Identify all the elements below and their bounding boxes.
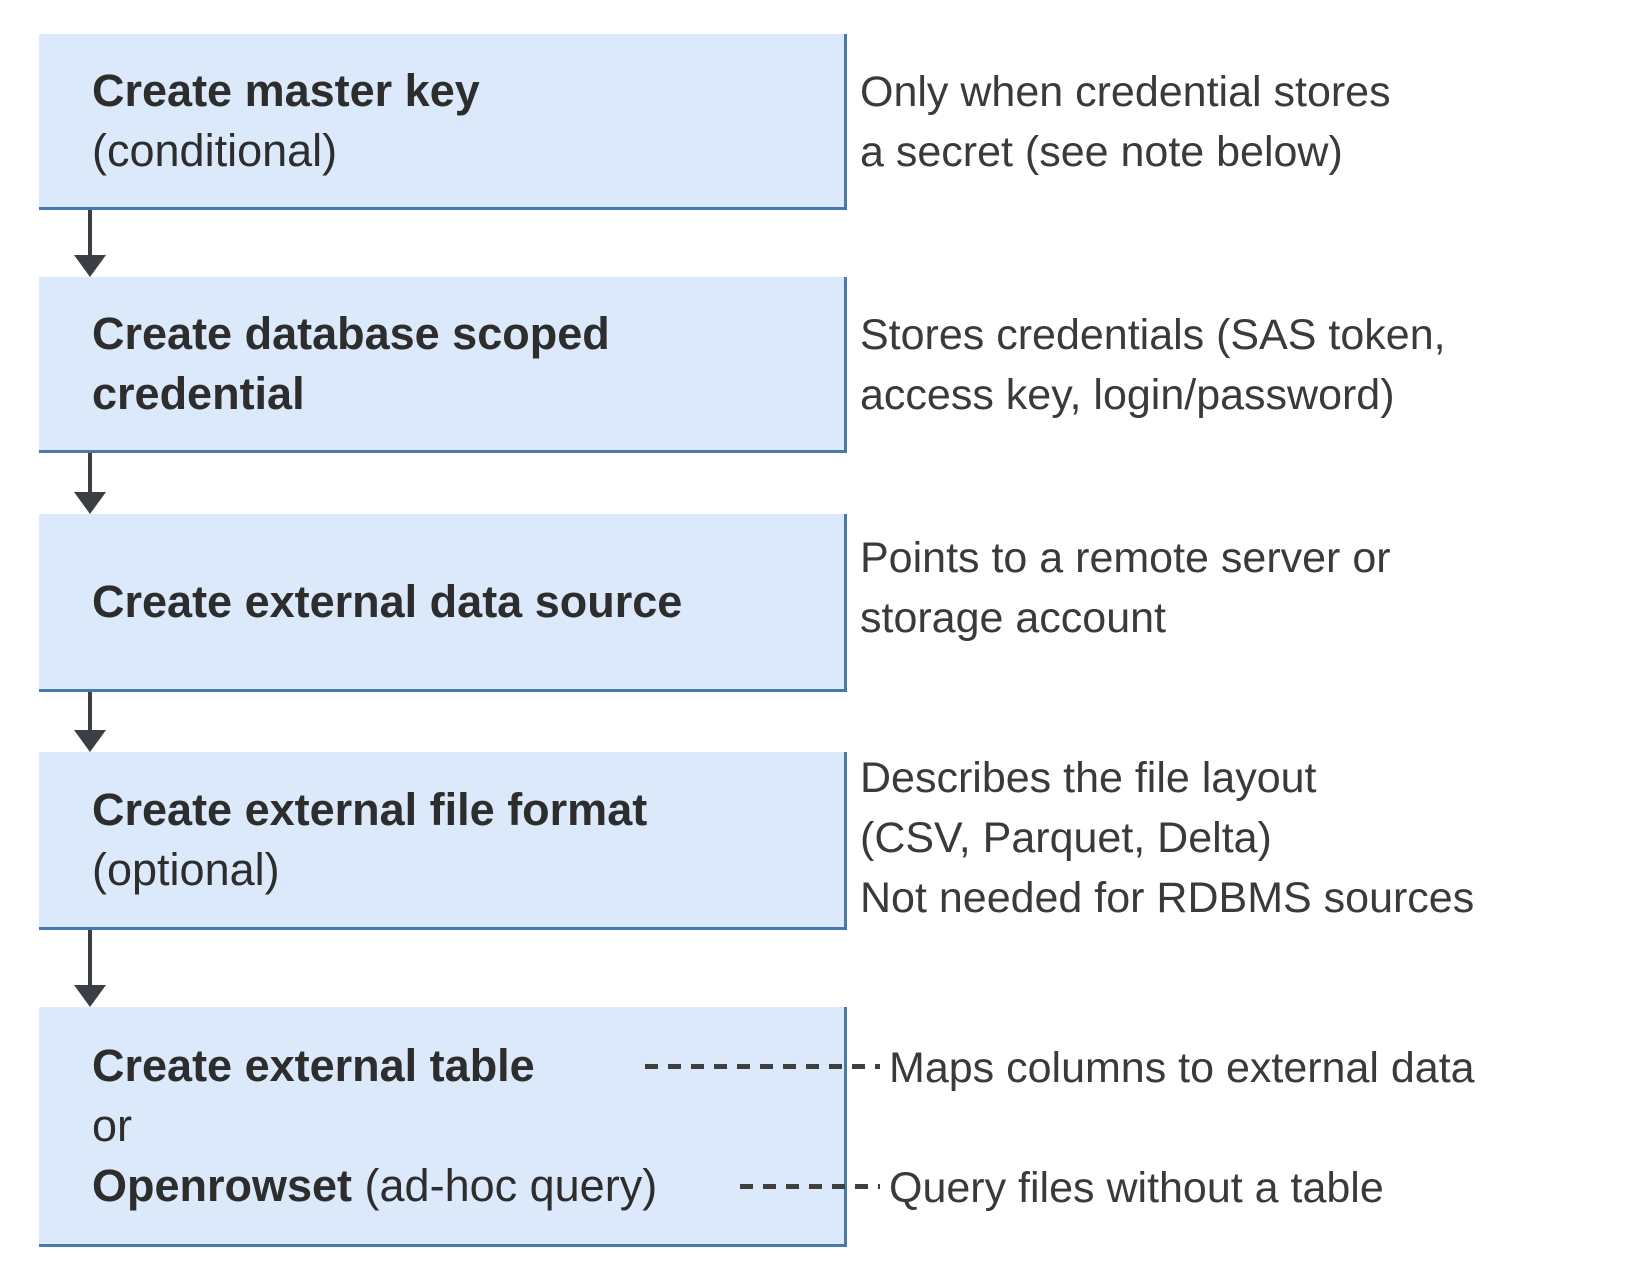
annotation-line: Query files without a table bbox=[889, 1164, 1384, 1212]
arrow-down-icon bbox=[74, 930, 106, 1007]
arrow-head bbox=[74, 730, 106, 752]
annotation-external-table: Maps columns to external data bbox=[889, 1038, 1475, 1098]
box-title-line: Create external file format bbox=[92, 780, 844, 840]
flow-box-create-external-table-or-openrowset: Create external table or Openrowset (ad-… bbox=[39, 1007, 847, 1247]
box-title: Create external table bbox=[92, 1039, 535, 1091]
box-title-line: Create database scoped bbox=[92, 304, 844, 364]
arrow-shaft bbox=[88, 930, 92, 991]
annotation-line: access key, login/password) bbox=[860, 371, 1395, 419]
annotation-line: (CSV, Parquet, Delta) bbox=[860, 814, 1272, 862]
annotation-line: Describes the file layout bbox=[860, 754, 1317, 802]
annotation-data-source: Points to a remote server or storage acc… bbox=[860, 528, 1391, 648]
box-or-label: or bbox=[92, 1099, 133, 1151]
annotation-master-key: Only when credential stores a secret (se… bbox=[860, 62, 1391, 182]
box-title-suffix: (ad-hoc query) bbox=[352, 1159, 658, 1211]
annotation-line: Maps columns to external data bbox=[889, 1044, 1475, 1092]
dashed-connector-line bbox=[740, 1184, 880, 1189]
box-subtitle: (optional) bbox=[92, 843, 280, 895]
box-subtitle: (conditional) bbox=[92, 124, 338, 176]
arrow-shaft bbox=[88, 692, 92, 736]
box-openrowset-line: Openrowset (ad-hoc query) bbox=[92, 1156, 844, 1216]
flow-box-create-database-scoped-credential: Create database scoped credential bbox=[39, 277, 847, 453]
box-subtitle-line: (optional) bbox=[92, 840, 844, 900]
arrow-head bbox=[74, 985, 106, 1007]
arrow-down-icon bbox=[74, 210, 106, 277]
box-title: Create external file format bbox=[92, 783, 648, 835]
box-title-line: Create external data source bbox=[92, 572, 844, 632]
arrow-head bbox=[74, 492, 106, 514]
flow-box-create-external-data-source: Create external data source bbox=[39, 514, 847, 692]
annotation-line: Not needed for RDBMS sources bbox=[860, 874, 1475, 922]
arrow-head bbox=[74, 255, 106, 277]
box-title-line: Create master key bbox=[92, 61, 844, 121]
annotation-file-format: Describes the file layout (CSV, Parquet,… bbox=[860, 748, 1474, 928]
arrow-shaft bbox=[88, 210, 92, 261]
annotation-line: storage account bbox=[860, 594, 1166, 642]
box-subtitle-line: (conditional) bbox=[92, 121, 844, 181]
flow-box-create-master-key: Create master key (conditional) bbox=[39, 34, 847, 210]
arrow-shaft bbox=[88, 453, 92, 498]
annotation-line: Only when credential stores bbox=[860, 68, 1391, 116]
flow-box-create-external-file-format: Create external file format (optional) bbox=[39, 752, 847, 930]
annotation-line: a secret (see note below) bbox=[860, 128, 1343, 176]
box-or-line: or bbox=[92, 1096, 844, 1156]
box-title-line: Create external table bbox=[92, 1036, 844, 1096]
arrow-down-icon bbox=[74, 692, 106, 752]
box-title: Create database scoped bbox=[92, 307, 610, 359]
annotation-line: Points to a remote server or bbox=[860, 534, 1391, 582]
arrow-down-icon bbox=[74, 453, 106, 514]
annotation-line: Stores credentials (SAS token, bbox=[860, 311, 1446, 359]
box-title: Create external data source bbox=[92, 575, 683, 627]
annotation-openrowset: Query files without a table bbox=[889, 1158, 1384, 1218]
annotation-scoped-credential: Stores credentials (SAS token, access ke… bbox=[860, 305, 1446, 425]
dashed-connector-line bbox=[645, 1064, 880, 1069]
box-title: credential bbox=[92, 367, 305, 419]
box-title: Create master key bbox=[92, 64, 480, 116]
box-title: Openrowset bbox=[92, 1159, 353, 1211]
box-title-line: credential bbox=[92, 364, 844, 424]
